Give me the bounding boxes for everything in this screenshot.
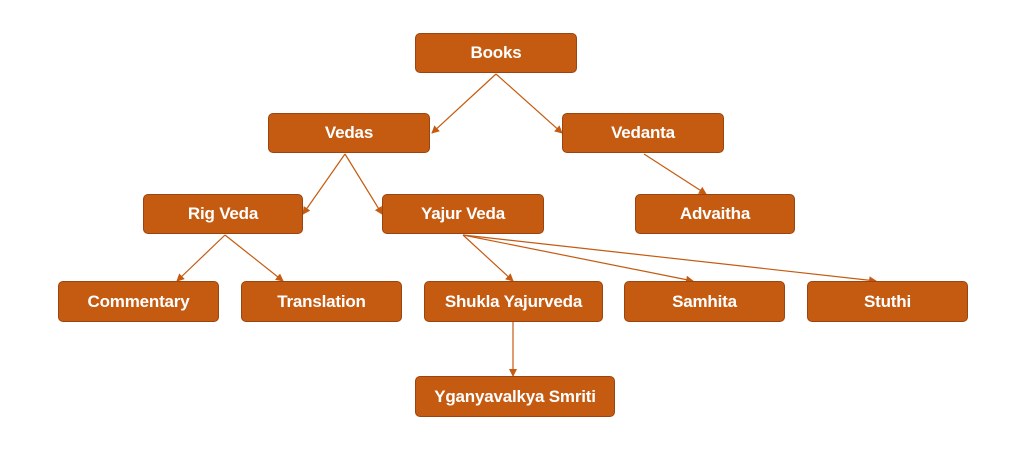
connector-vedas-to-rig-veda: [302, 153, 346, 215]
connector-yajur-veda-to-shukla-yajurveda: [462, 234, 514, 282]
node-yganyavalkya-smriti: Yganyavalkya Smriti: [415, 376, 615, 417]
connector-rig-veda-to-translation: [224, 234, 284, 282]
node-samhita: Samhita: [624, 281, 785, 322]
connector-rig-veda-to-commentary: [176, 234, 226, 282]
node-translation: Translation: [241, 281, 402, 322]
connector-vedanta-to-advaitha: [643, 153, 707, 195]
node-rig-veda: Rig Veda: [143, 194, 303, 234]
node-books: Books: [415, 33, 577, 73]
node-vedas: Vedas: [268, 113, 430, 153]
connector-books-to-vedanta: [495, 73, 563, 134]
node-vedanta: Vedanta: [562, 113, 724, 153]
node-stuthi: Stuthi: [807, 281, 968, 322]
node-commentary: Commentary: [58, 281, 219, 322]
node-advaitha: Advaitha: [635, 194, 795, 234]
connector-yajur-veda-to-samhita: [462, 234, 694, 284]
connector-books-to-vedas: [431, 73, 497, 134]
node-yajur-veda: Yajur Veda: [382, 194, 544, 234]
node-shukla-yajurveda: Shukla Yajurveda: [424, 281, 603, 322]
connector-yajur-veda-to-stuthi: [462, 234, 877, 285]
connector-vedas-to-yajur-veda: [344, 153, 383, 215]
